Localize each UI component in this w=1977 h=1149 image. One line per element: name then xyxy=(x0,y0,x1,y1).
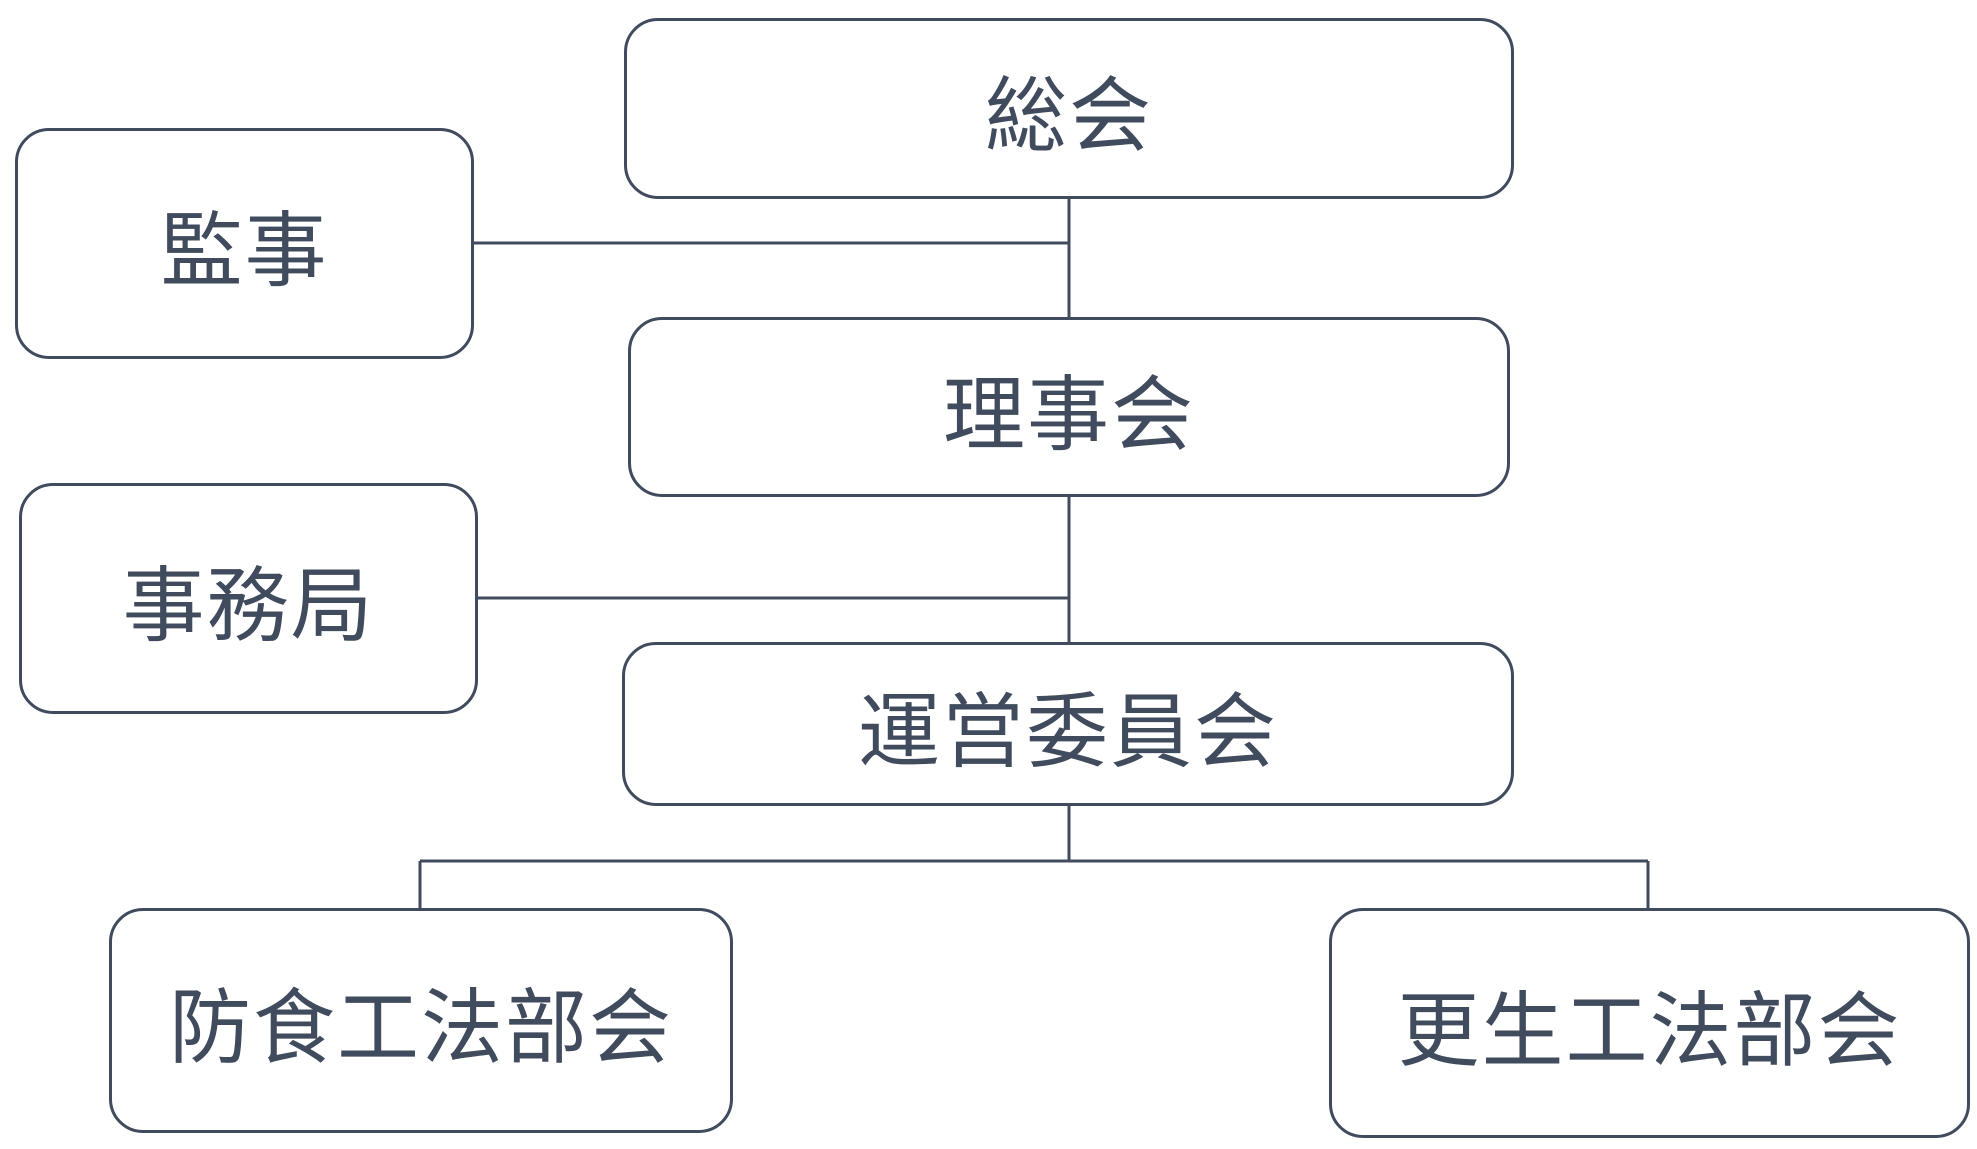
node-unei-iinkai-label: 運営委員会 xyxy=(857,684,1278,780)
node-kanji: 監事 xyxy=(15,128,474,359)
node-sokai: 総会 xyxy=(624,18,1514,199)
node-rijikai-label: 理事会 xyxy=(942,367,1195,463)
node-boshoku-bukai-label: 防食工法部会 xyxy=(168,981,673,1076)
node-jimukyoku-label: 事務局 xyxy=(122,559,375,654)
node-kanji-label: 監事 xyxy=(160,204,329,299)
node-sokai-label: 総会 xyxy=(984,69,1153,164)
node-kosei-bukai: 更生工法部会 xyxy=(1329,908,1970,1138)
node-boshoku-bukai: 防食工法部会 xyxy=(109,908,733,1133)
node-rijikai: 理事会 xyxy=(628,317,1510,497)
node-kosei-bukai-label: 更生工法部会 xyxy=(1397,983,1902,1079)
node-unei-iinkai: 運営委員会 xyxy=(622,642,1514,806)
node-jimukyoku: 事務局 xyxy=(19,483,478,714)
